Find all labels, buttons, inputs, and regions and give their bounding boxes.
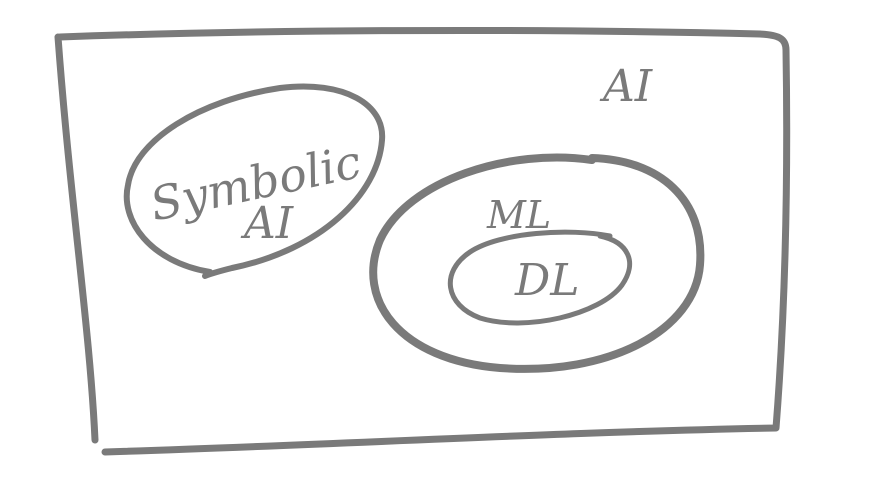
- symbolic-ai-region: Symbolic AI: [123, 83, 386, 279]
- ml-region: ML: [369, 153, 705, 373]
- ai-region-label: AI: [599, 61, 654, 112]
- dl-region-border: [447, 229, 633, 326]
- ml-region-label: ML: [486, 193, 551, 237]
- dl-region: DL: [447, 229, 633, 326]
- ml-region-border: [369, 153, 705, 373]
- ai-region-border: [54, 26, 791, 456]
- ai-region: AI: [54, 26, 791, 456]
- dl-region-label: DL: [514, 255, 580, 306]
- symbolic-ai-label-line2: AI: [240, 198, 295, 249]
- symbolic-ai-region-border: [123, 83, 386, 279]
